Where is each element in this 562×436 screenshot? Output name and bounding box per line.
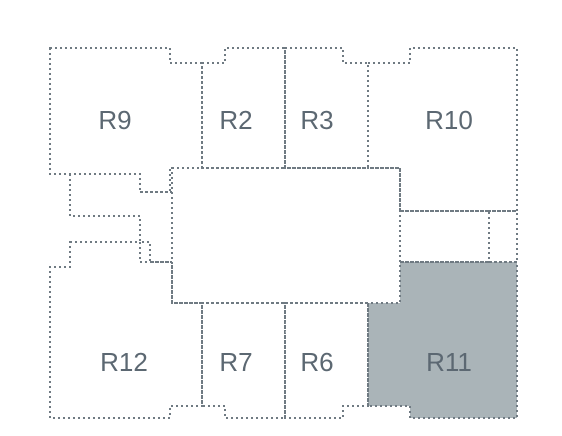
room-right-small-outline [400, 210, 490, 263]
house-icon [206, 319, 238, 346]
room-r12-outline[interactable] [49, 241, 203, 419]
room-label-r2: R2 [219, 105, 252, 135]
room-r9-outline[interactable] [49, 47, 203, 193]
room-r11-fill [368, 262, 517, 418]
room-right-small-inner [489, 210, 518, 263]
room-r3-outline[interactable] [284, 47, 369, 169]
watermark-text: casa.it [246, 306, 352, 344]
room-r11-outline[interactable] [367, 261, 518, 419]
room-r6-outline[interactable] [284, 302, 369, 419]
room-hall-outline [171, 167, 401, 304]
room-label-r12: R12 [100, 347, 148, 377]
room-label-r10: R10 [425, 105, 473, 135]
room-label-r3: R3 [300, 105, 333, 135]
room-label-r6: R6 [300, 347, 333, 377]
corridor-left-outline [69, 174, 172, 263]
room-label-r11: R11 [426, 347, 472, 377]
watermark: casa.it [206, 306, 352, 346]
room-r10-outline[interactable] [367, 47, 518, 212]
room-label-r7: R7 [219, 347, 252, 377]
room-label-r9: R9 [98, 105, 131, 135]
